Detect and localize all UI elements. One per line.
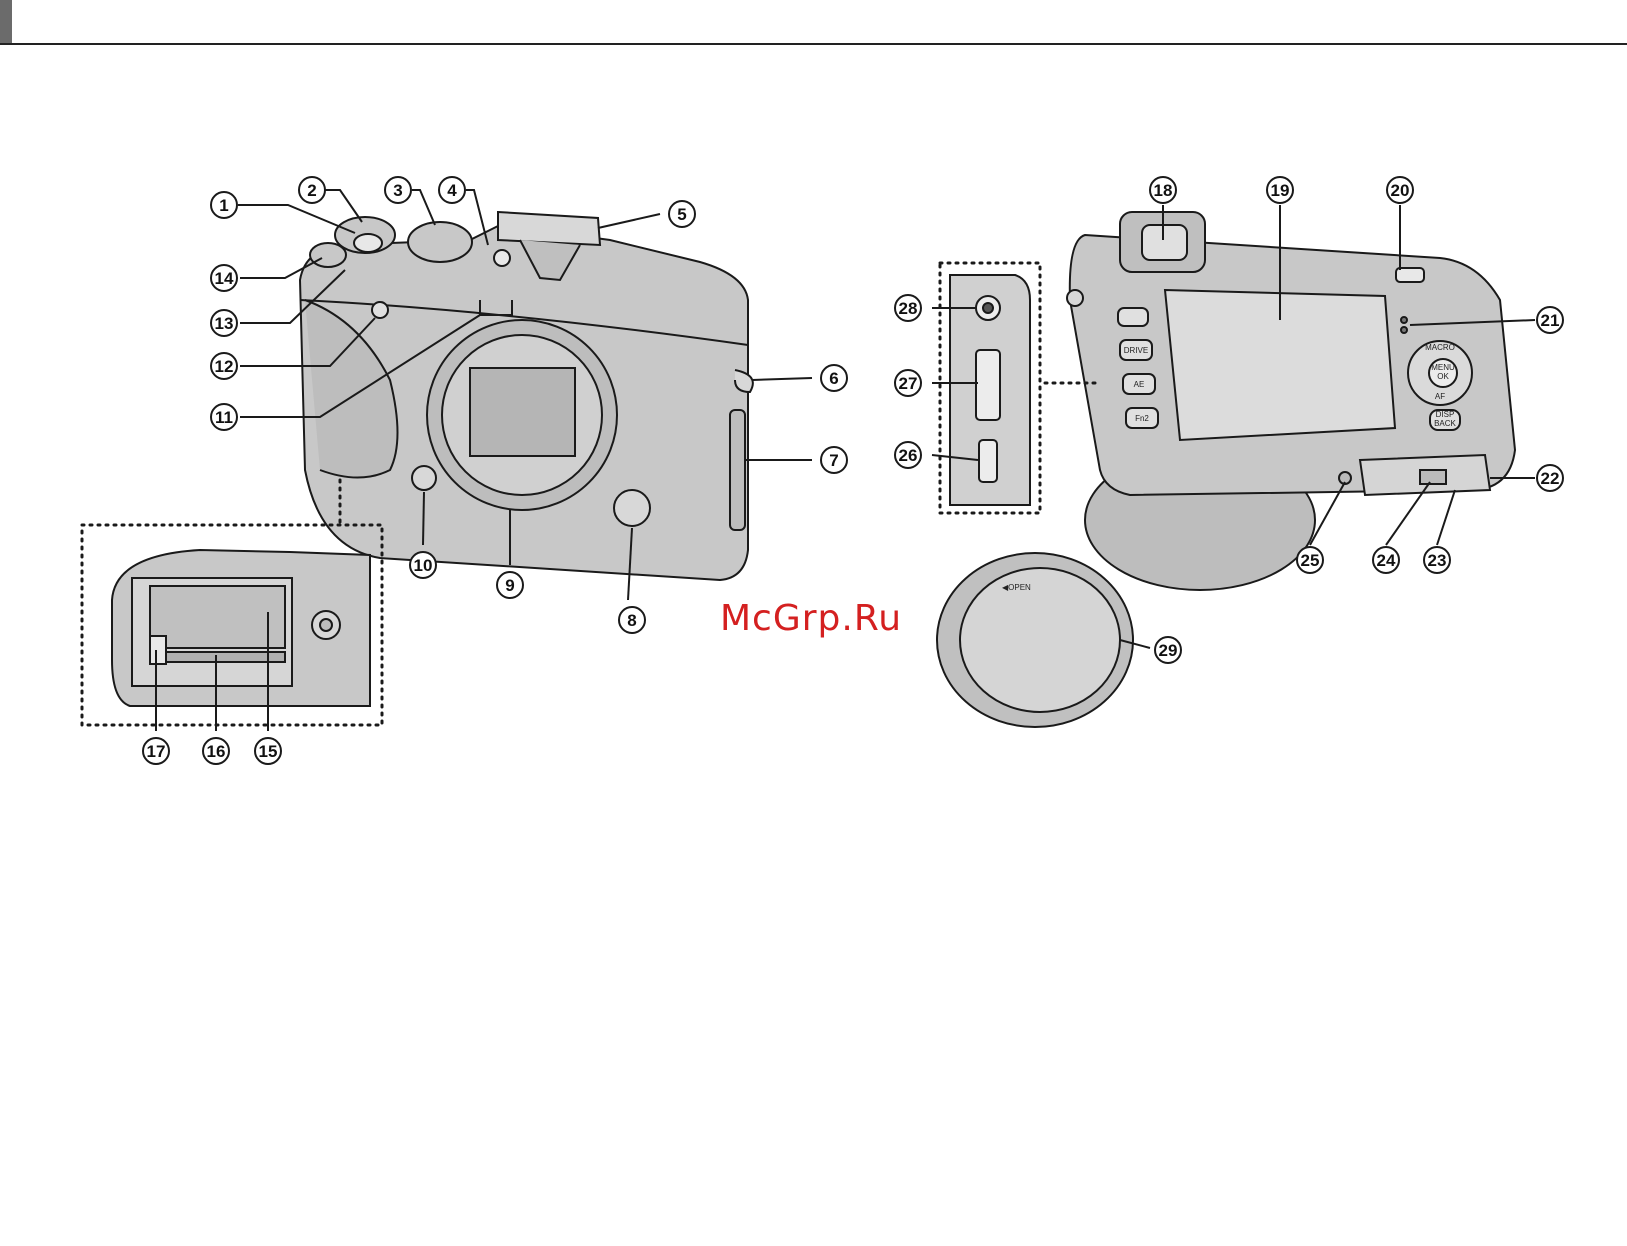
flash-button [494,250,510,266]
sensor [470,368,575,456]
callout-number: 19 [1271,181,1290,200]
watermark: McGrp.Ru [720,598,902,639]
callout-number: 2 [307,181,316,200]
af-button-label: AF [1435,392,1445,401]
body-cap-open-label: ◀OPEN [1002,583,1031,592]
power-switch [310,243,346,267]
connector-cover [730,410,745,530]
battery-chamber-slot [150,652,285,662]
callout-number: 8 [627,611,636,630]
callout-number: 16 [207,742,226,761]
callout-21: 21 [1537,307,1563,333]
callout-number: 7 [829,451,838,470]
disp-button-label: DISP [1436,410,1455,419]
callout-number: 28 [899,299,918,318]
callout-26: 26 [895,442,921,468]
callout-11: 11 [211,404,237,430]
camera-front-view [300,212,753,580]
callout-number: 11 [215,408,233,427]
callout-number: 1 [219,196,228,215]
callout-number: 9 [505,576,514,595]
exposure-compensation-dial [408,222,472,262]
callout-9: 9 [497,572,523,598]
strap-eyelet [735,370,753,392]
callout-29: 29 [1155,637,1181,663]
callout-17: 17 [143,738,169,764]
memory-card-slot [150,586,285,648]
callout-number: 17 [147,742,166,761]
callout-number: 23 [1428,551,1447,570]
callout-15: 15 [255,738,281,764]
callout-number: 6 [829,369,838,388]
command-dial [1396,268,1424,282]
callout-number: 4 [447,181,457,200]
body-cap: ◀OPEN [937,553,1133,727]
callout-5: 5 [669,201,695,227]
flash [498,212,600,245]
callout-18: 18 [1150,177,1176,203]
callout-2: 2 [299,177,325,203]
af-assist-lamp [372,302,388,318]
battery-cover-latch [1420,470,1446,484]
callout-number: 5 [677,205,686,224]
camera-rear-view: DRIVE AE Fn2 MACRO MENUOK AF DISPBACK [1067,212,1515,590]
callout-number: 14 [215,269,234,288]
battery-latch [150,636,166,664]
shutter-button [354,234,382,252]
lens-release-button [412,466,436,490]
callout-13: 13 [211,310,237,336]
callout-14: 14 [211,265,237,291]
callout-8: 8 [619,607,645,633]
callout-number: 18 [1154,181,1173,200]
ae-button-label: AE [1134,380,1145,389]
callout-24: 24 [1373,547,1399,573]
back-button-label: BACK [1434,419,1456,428]
callout-7: 7 [821,447,847,473]
menu-button-label: MENU [1431,363,1455,372]
callout-19: 19 [1267,177,1293,203]
drive-button-label: DRIVE [1124,346,1148,355]
callout-6: 6 [821,365,847,391]
callout-number: 20 [1391,181,1410,200]
callout-number: 21 [1541,311,1560,330]
callout-number: 10 [414,556,433,575]
callout-number: 12 [215,357,234,376]
callout-4: 4 [439,177,465,203]
callout-number: 24 [1377,551,1396,570]
callout-25: 25 [1297,547,1323,573]
fn2-button-label: Fn2 [1135,414,1149,423]
ok-button-label: OK [1437,372,1449,381]
focus-mode-selector [614,490,650,526]
callout-number: 3 [393,181,402,200]
callout-10: 10 [410,552,436,578]
callout-27: 27 [895,370,921,396]
macro-button-label: MACRO [1425,343,1455,352]
callout-number: 15 [259,742,278,761]
callout-12: 12 [211,353,237,379]
callout-number: 13 [215,314,234,333]
callout-number: 25 [1301,551,1320,570]
usb-connector [979,440,997,482]
callout-number: 26 [899,446,918,465]
callout-22: 22 [1537,465,1563,491]
callout-3: 3 [385,177,411,203]
callout-23: 23 [1424,547,1450,573]
playback-button [1118,308,1148,326]
callout-number: 27 [899,374,918,393]
callout-number: 22 [1541,469,1560,488]
callout-number: 29 [1159,641,1178,660]
callout-28: 28 [895,295,921,321]
hdmi-connector [976,350,1000,420]
callout-16: 16 [203,738,229,764]
callout-20: 20 [1387,177,1413,203]
callout-1: 1 [211,192,237,218]
